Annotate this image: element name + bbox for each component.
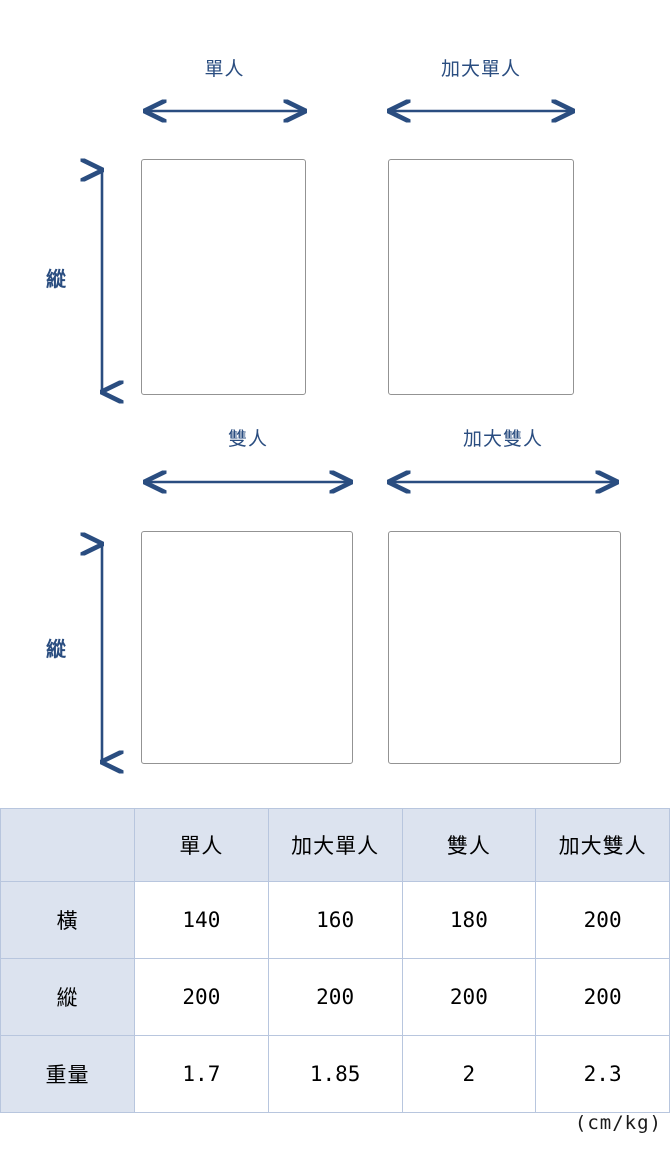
- width-arrow-single: [135, 98, 315, 124]
- table-cell-weight-double-xl: 2.3: [535, 1035, 670, 1113]
- table-cell-width-double: 180: [401, 881, 537, 959]
- table-row-header-weight: 重量: [0, 1035, 135, 1113]
- width-arrow-double-xl: [379, 469, 627, 495]
- table-cell-height-double-xl: 200: [535, 958, 670, 1036]
- height-label-top: 縱: [46, 269, 66, 291]
- table-cell-weight-single: 1.7: [134, 1035, 269, 1113]
- height-arrow-top: [90, 160, 116, 402]
- bed-rect-double: [141, 531, 353, 764]
- bed-rect-single: [141, 159, 306, 395]
- table-cell-weight-double: 2: [401, 1035, 537, 1113]
- table-corner-cell: [0, 808, 135, 882]
- table-cell-height-single: 200: [134, 958, 269, 1036]
- width-arrow-single-xl: [379, 98, 583, 124]
- table-col-header-double-xl: 加大雙人: [535, 808, 670, 882]
- width-label-single-xl: 加大單人: [440, 59, 521, 80]
- bed-size-diagram: 單人 加大單人: [46, 59, 627, 800]
- bed-spec-table: 單人 加大單人 雙人 加大雙人 橫 140 160 180 200 縱 200 …: [0, 808, 670, 1113]
- width-label-double: 雙人: [227, 429, 268, 450]
- table-col-header-single-xl: 加大單人: [267, 808, 403, 882]
- width-label-double-xl: 加大雙人: [462, 429, 543, 450]
- table-cell-width-single-xl: 160: [267, 881, 403, 959]
- table-row-header-width: 橫: [0, 881, 135, 959]
- table-row: 縱 200 200 200 200: [0, 958, 670, 1036]
- height-arrow-bottom: [90, 534, 116, 772]
- table-cell-width-double-xl: 200: [535, 881, 670, 959]
- table-cell-height-double: 200: [401, 958, 537, 1036]
- width-label-single: 單人: [204, 59, 245, 80]
- table-row: 重量 1.7 1.85 2 2.3: [0, 1035, 670, 1113]
- table-header-row: 單人 加大單人 雙人 加大雙人: [0, 808, 670, 882]
- unit-note: (cm/kg): [574, 1112, 662, 1134]
- bed-rect-double-xl: [388, 531, 621, 764]
- table-col-header-single: 單人: [134, 808, 269, 882]
- table-cell-width-single: 140: [134, 881, 269, 959]
- table-cell-height-single-xl: 200: [267, 958, 403, 1036]
- width-arrow-double: [135, 469, 361, 495]
- bed-rect-single-xl: [388, 159, 574, 395]
- height-label-bottom: 縱: [46, 639, 66, 661]
- table-cell-weight-single-xl: 1.85: [267, 1035, 403, 1113]
- table-row: 橫 140 160 180 200: [0, 881, 670, 959]
- table-col-header-double: 雙人: [401, 808, 537, 882]
- table-row-header-height: 縱: [0, 958, 135, 1036]
